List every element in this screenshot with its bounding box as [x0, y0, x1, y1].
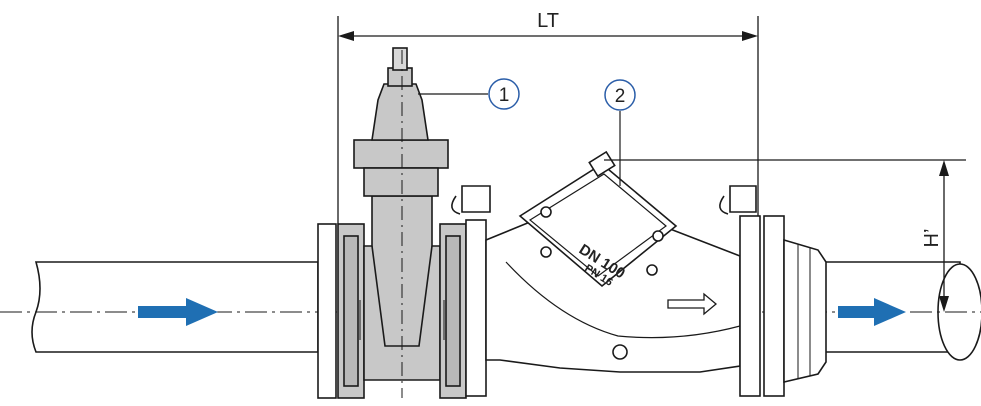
backflow-preventer	[451, 150, 761, 397]
arrow-right-icon	[138, 298, 218, 326]
callout-2: 2	[604, 79, 636, 186]
arrow-right-icon	[838, 298, 906, 326]
outline-arrow-icon	[667, 292, 718, 316]
height-dimension	[604, 159, 966, 312]
lt-dimension	[337, 16, 759, 224]
callout-1: 1	[418, 78, 520, 110]
pipe-flange-left	[317, 223, 337, 399]
callout-1-number: 1	[499, 85, 510, 106]
lt-dimension-label: LT	[537, 10, 559, 32]
gate-valve	[337, 47, 467, 399]
callout-2-number: 2	[615, 86, 626, 107]
height-dimension-label: H’	[921, 229, 943, 248]
outlet-coupling	[763, 215, 827, 397]
